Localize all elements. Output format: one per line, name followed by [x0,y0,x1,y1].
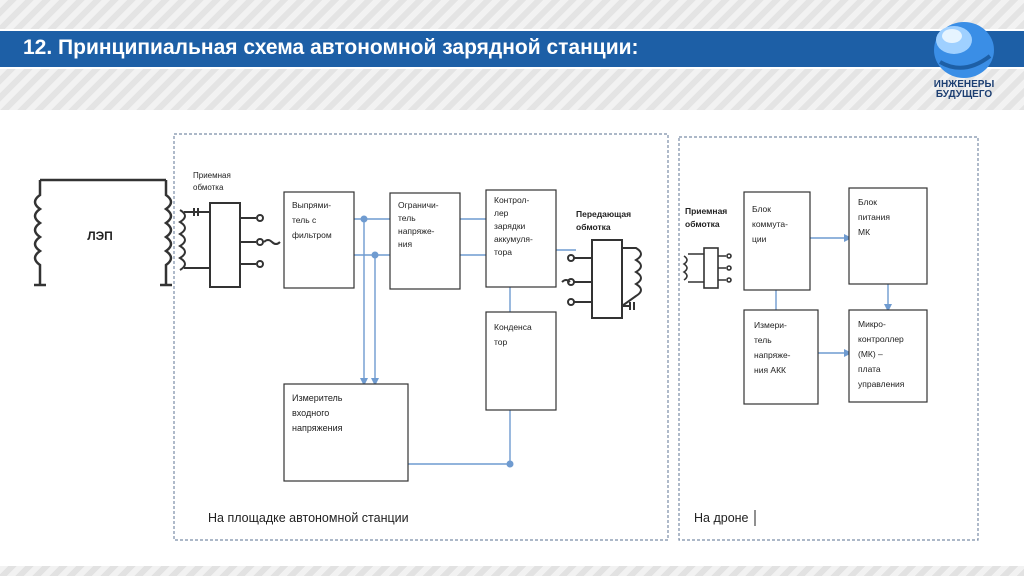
station-caption: На площадке автономной станции [208,511,409,525]
drone-coil-label: Приемная обмотка [685,206,730,229]
mcu-block [848,309,928,403]
transmit-coil-label: Передающая обмотка [576,209,633,232]
power-label: Блок питания МК [858,197,892,237]
limiter-block [389,192,461,290]
power-block [848,187,928,285]
lep-label: ЛЭП [87,229,113,243]
drone-receiving-coil [682,247,732,289]
arrowheads [360,234,892,386]
rectifier-label: Выпрями- тель с фильтром [292,200,333,240]
capacitor-block [485,311,557,411]
footer-strip [0,566,1024,576]
acc-meter-label: Измери- тель напряже- ния АКК [754,320,793,375]
charge-controller-block [485,189,557,288]
limiter-label: Ограничи- тель напряже- ния [398,200,441,249]
logo-line-2: БУДУЩЕГО [935,89,993,100]
logo-icon [934,22,994,78]
station-coil-label: Приемная обмотка [193,171,233,192]
title-bar: 12. Принципиальная схема автономной заря… [0,29,1024,69]
charge-controller-label: Контрол- лер зарядки аккумуля- тора [494,195,535,257]
drone-caption: На дроне [694,511,749,525]
rectifier-block [283,191,355,289]
input-meter-block [283,383,409,482]
station-frame [173,133,669,541]
capacitor-label: Конденса тор [494,322,534,347]
station-receiving-coil [178,202,281,288]
switch-block [743,191,811,291]
power-line-coils [33,178,173,287]
transmitting-coil [561,239,642,319]
drone-frame [678,136,979,541]
mcu-label: Микро- контроллер (МК) – плата управлени… [858,319,906,389]
slide-title: 12. Принципиальная схема автономной заря… [23,36,639,59]
acc-meter-block [743,309,819,405]
switch-label: Блок коммута- ции [752,204,790,244]
logo-line-1: ИНЖЕНЕРЫ [933,79,995,90]
connector-nodes [360,215,514,468]
logo-text: ИНЖЕНЕРЫ БУДУЩЕГО [925,80,1003,100]
input-meter-label: Измеритель входного напряжения [292,393,345,433]
